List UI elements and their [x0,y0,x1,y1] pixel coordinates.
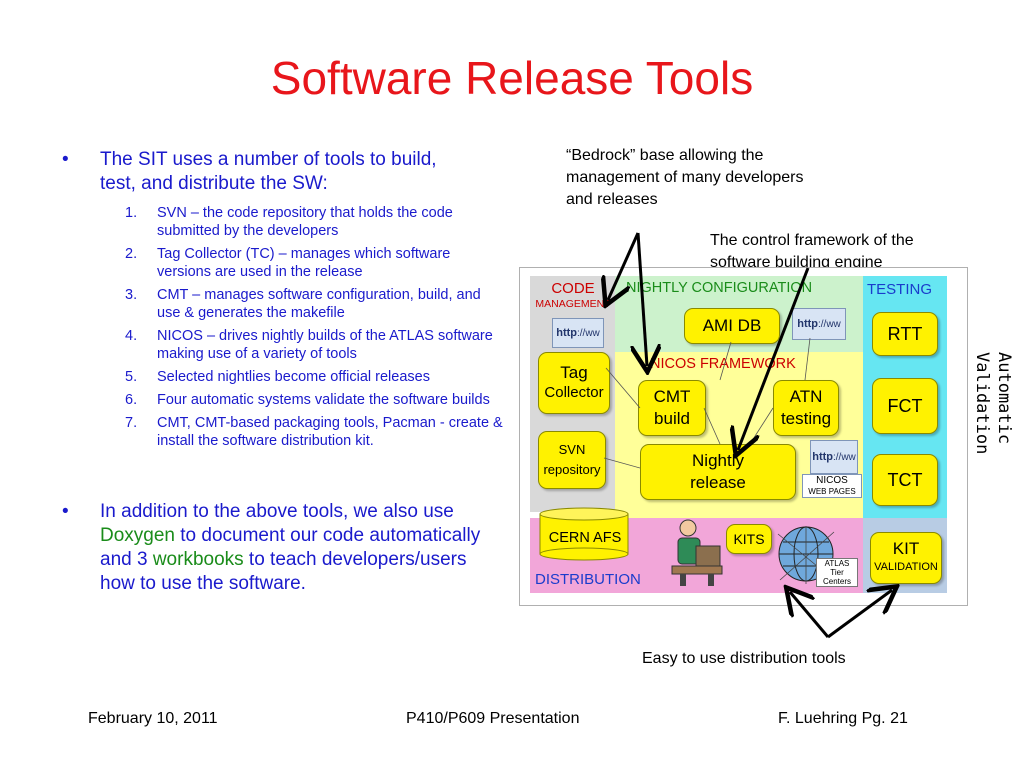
rtt-box: RTT [872,312,938,356]
testing-label: TESTING [867,281,933,298]
nicos-web-pages-label: NICOS WEB PAGES [802,474,862,498]
arrow [738,267,810,450]
web-icon: http://ww [792,308,846,340]
footer-date: February 10, 2011 [88,710,218,727]
fct-box: FCT [872,378,938,434]
slide-title: Software Release Tools [270,52,754,104]
code-label: CODE [551,280,595,297]
bullet-1-text: The SIT uses a number of tools to build,… [100,149,437,194]
arrow [638,232,647,366]
bullet-1: • The SIT uses a number of tools to buil… [62,148,462,198]
nightly-configuration-label: NIGHTLY CONFIGURATION [626,280,813,296]
footer-presentation: P410/P609 Presentation [406,710,580,727]
management-label: MANAGEMENT [535,298,611,310]
cern-afs-cylinder-icon [539,507,629,561]
tools-list: 1.SVN – the code repository that holds t… [125,204,505,455]
control-framework-note: The control framework of the software bu… [710,232,914,271]
release-tools-diagram: CODE MANAGEMENT NIGHTLY CONFIGURATION TE… [519,267,968,606]
list-item: 7.CMT, CMT-based packaging tools, Pacman… [125,415,503,449]
workbooks-term: workbooks [152,549,244,570]
distribution-label: DISTRIBUTION [535,571,641,588]
cmt-build-box: CMT build [638,380,706,436]
bullet-dot: • [62,501,69,522]
list-item: 3.CMT – manages software configuration, … [125,287,481,321]
list-item: 6.Four automatic systems validate the so… [125,392,490,408]
arrow [608,232,640,300]
bullet-2-text: In addition to the above tools, we also … [100,501,481,594]
cern-afs-label: CERN AFS [548,530,622,546]
developer-icon [671,519,723,586]
web-icon: http://ww [552,318,604,348]
tct-box: TCT [872,454,938,506]
bedrock-note: “Bedrock” base allowing the management o… [566,147,804,208]
svn-repository-box: SVN repository [538,431,606,489]
bullet-dot: • [62,149,69,170]
arrow [827,590,892,639]
list-item: 1.SVN – the code repository that holds t… [125,205,453,239]
diagram-connectors [603,337,811,469]
list-item: 4.NICOS – drives nightly builds of the A… [125,328,493,362]
bullet-2: • In addition to the above tools, we als… [62,500,507,640]
tag-collector-box: Tag Collector [538,352,610,414]
doxygen-term: Doxygen [100,525,175,546]
atlas-tier-centers-label: ATLAS Tier Centers [816,558,858,587]
ami-db-box: AMI DB [684,308,780,344]
atn-testing-box: ATN testing [773,380,839,436]
list-item: 2.Tag Collector (TC) – manages which sof… [125,246,451,280]
kit-validation-box: KIT VALIDATION [870,532,942,584]
web-icon: http://ww [810,440,858,474]
kits-box: KITS [726,524,772,554]
nightly-release-box: Nightly release [640,444,796,500]
arrow [790,592,830,638]
list-item: 5.Selected nightlies become official rel… [125,369,430,385]
nicos-framework-label: NICOS FRAMEWORK [650,356,796,372]
distribution-tools-note: Easy to use distribution tools [642,650,846,667]
automatic-validation-label: Automatic Validation [972,352,1014,455]
footer-author-page: F. Luehring Pg. 21 [778,710,908,727]
